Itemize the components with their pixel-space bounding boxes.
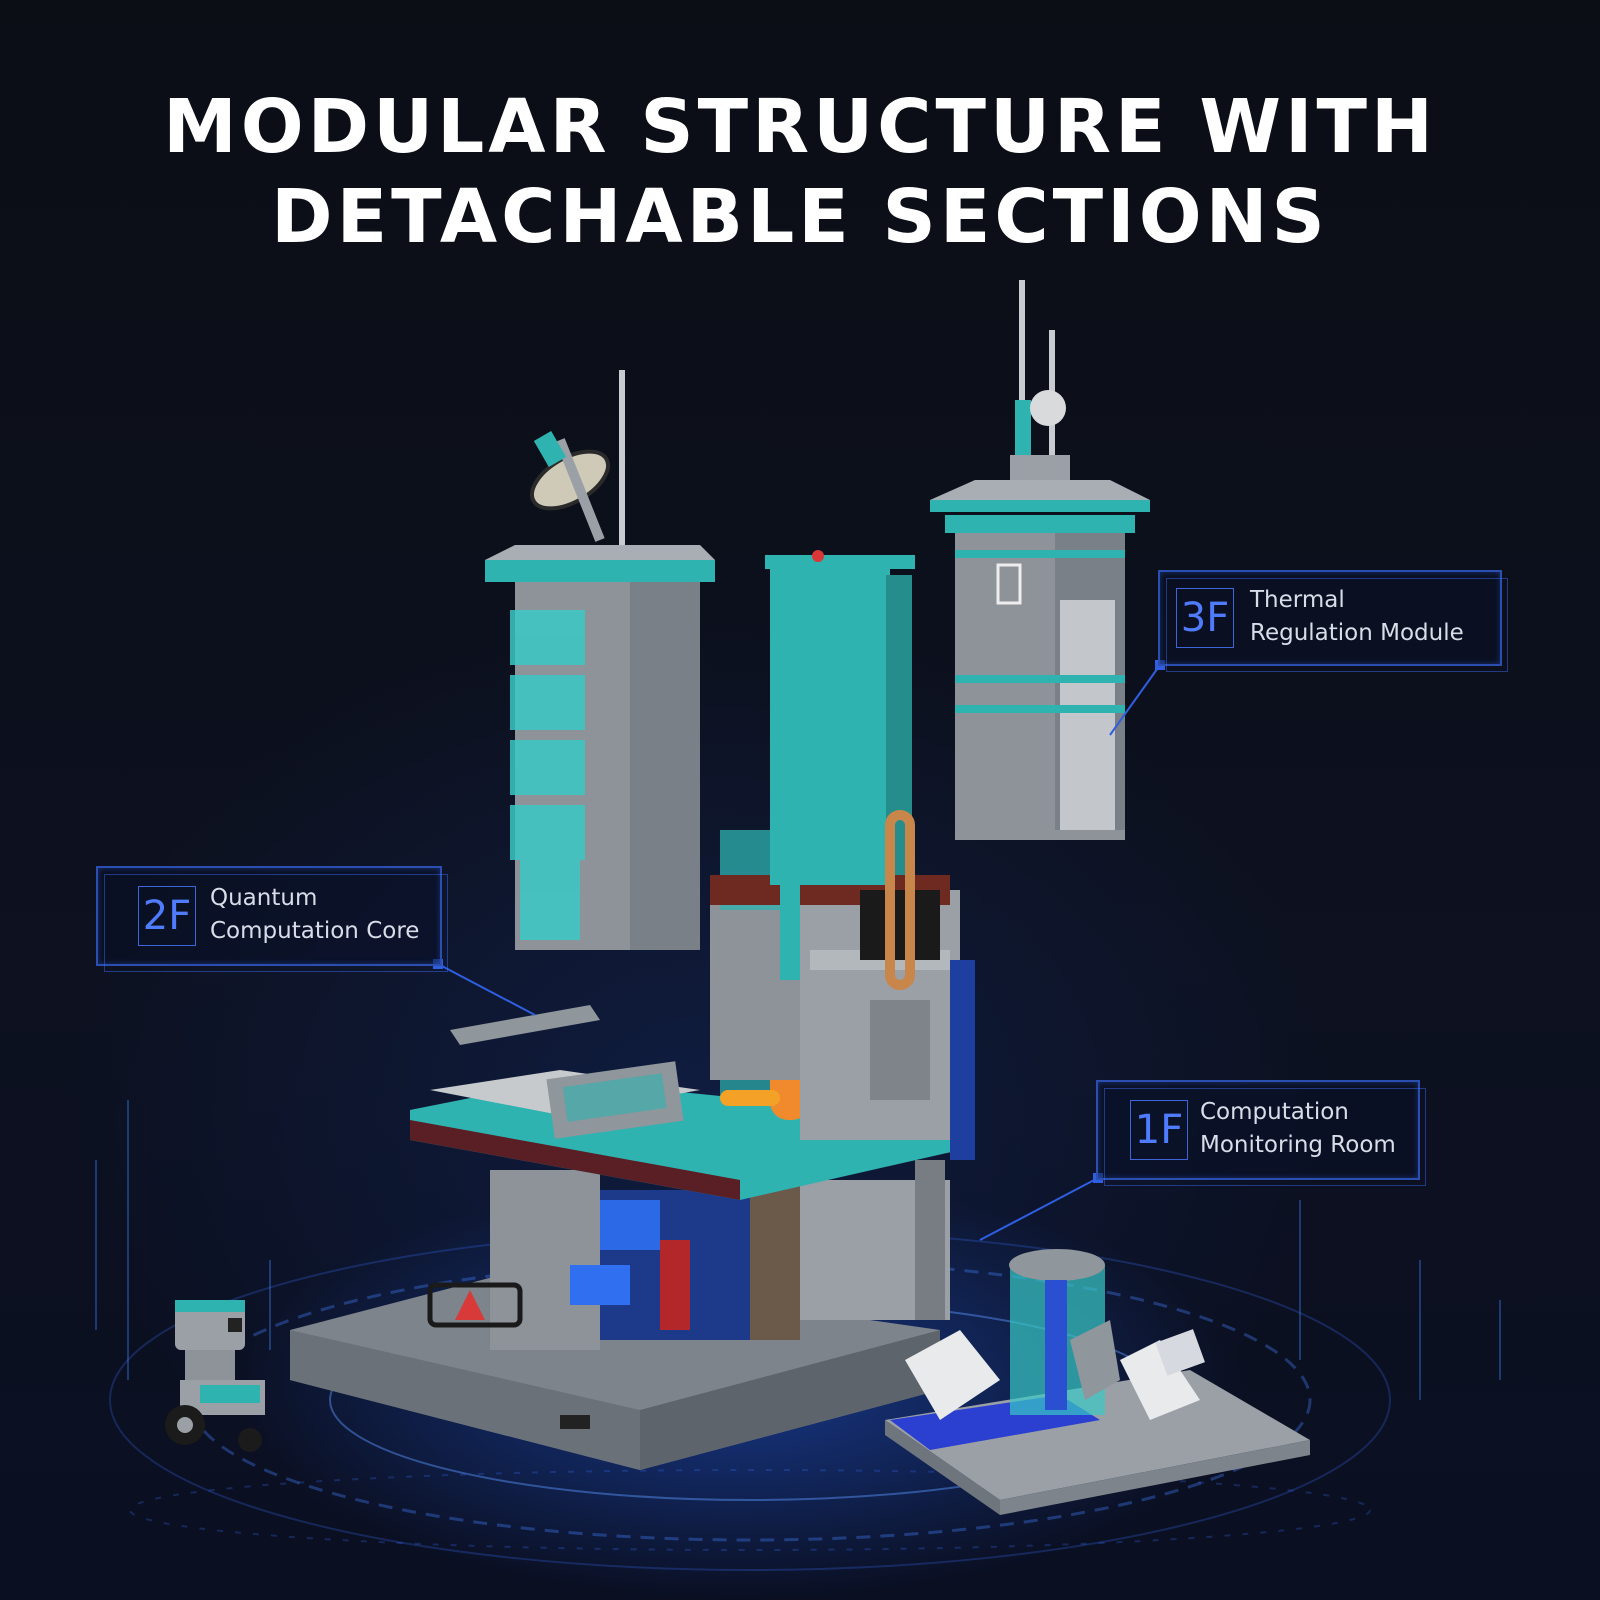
floor-tag-3f: 3F bbox=[1176, 588, 1234, 648]
callout-1f: 1F Computation Monitoring Room bbox=[1096, 1080, 1426, 1186]
light-lines bbox=[95, 1100, 1501, 1400]
callout-2f-line-1: Quantum bbox=[210, 885, 318, 911]
headline: MODULAR STRUCTURE WITH DETACHABLE SECTIO… bbox=[0, 82, 1600, 262]
ground-floor bbox=[427, 1160, 950, 1350]
callout-3f-line-1: Thermal bbox=[1250, 587, 1345, 613]
central-tower bbox=[710, 550, 975, 1160]
callout-2f-text: Quantum Computation Core bbox=[210, 882, 419, 948]
callout-3f: 3F Thermal Regulation Module bbox=[1158, 570, 1508, 672]
monitoring-room bbox=[885, 1249, 1310, 1515]
callout-2f: 2F Quantum Computation Core bbox=[96, 866, 448, 972]
callout-2f-line-2: Computation Core bbox=[210, 918, 420, 944]
callout-1f-text: Computation Monitoring Room bbox=[1200, 1096, 1396, 1162]
headline-line-2: DETACHABLE SECTIONS bbox=[271, 174, 1329, 260]
robot-figure bbox=[165, 1300, 265, 1452]
floor-tag-2f: 2F bbox=[138, 886, 196, 946]
thermal-tower bbox=[930, 280, 1150, 840]
callout-1f-line-2: Monitoring Room bbox=[1200, 1132, 1396, 1158]
floor-tag-1f: 1F bbox=[1130, 1100, 1188, 1160]
callout-3f-line-2: Regulation Module bbox=[1250, 620, 1464, 646]
callout-1f-line-1: Computation bbox=[1200, 1099, 1349, 1125]
quantum-tower bbox=[485, 370, 715, 950]
callout-3f-text: Thermal Regulation Module bbox=[1250, 584, 1464, 650]
headline-line-1: MODULAR STRUCTURE WITH bbox=[163, 84, 1437, 170]
